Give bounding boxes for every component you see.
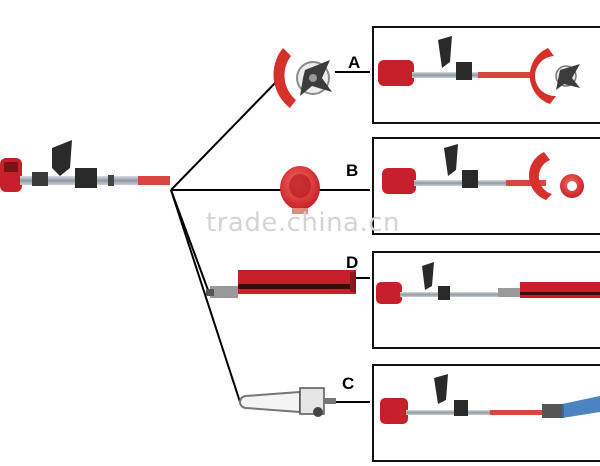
option-letter-b: B [346,161,359,180]
option-box-b [372,137,600,235]
option-letter-c: C [342,374,355,393]
connector-lines [170,71,370,403]
option-box-a [372,26,600,124]
attachment-blade [273,48,332,108]
option-letter-a: A [348,53,361,72]
attachment-pole-saw [239,387,336,417]
main-power-unit [0,140,170,192]
option-box-d [372,251,600,349]
attachment-trimmer-head [280,166,320,214]
option-letter-d: D [346,253,359,272]
handle-grip [52,140,72,176]
attachment-hedge-trimmer [206,270,356,298]
option-box-c [372,364,600,462]
watermark: trade.china.cn [206,208,401,238]
